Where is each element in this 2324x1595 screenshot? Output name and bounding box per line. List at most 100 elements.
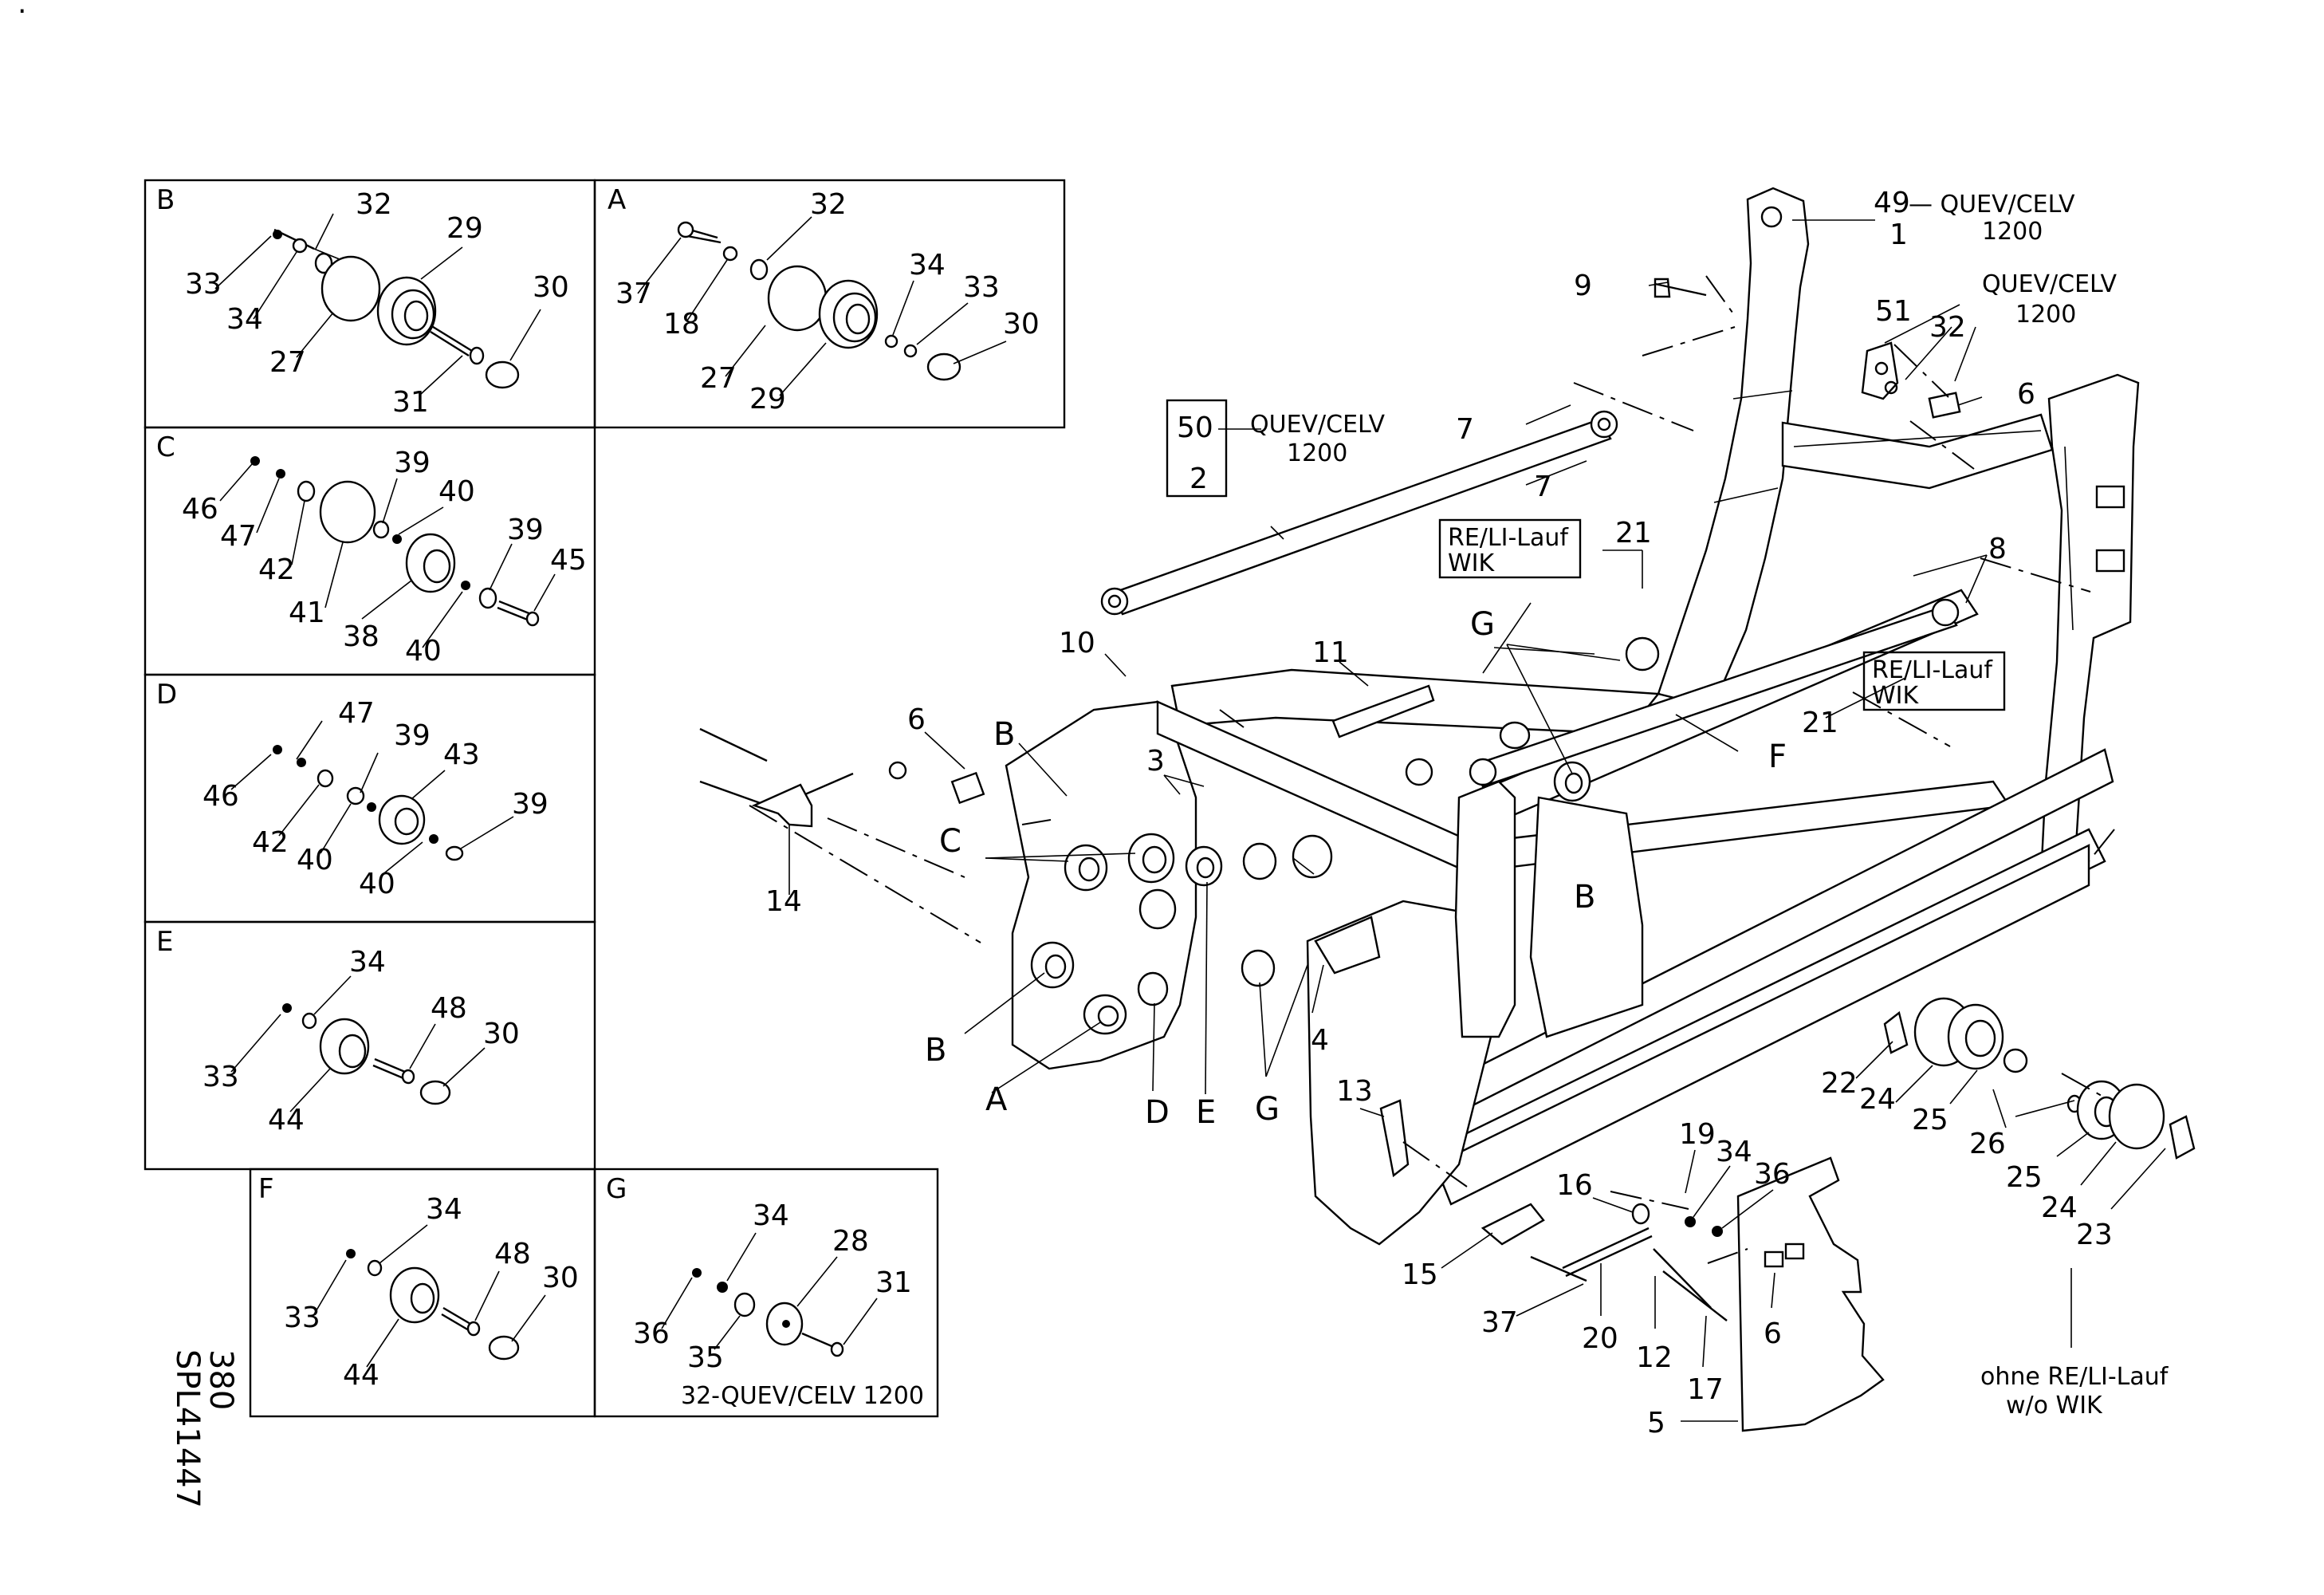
callout-25-a: 25 bbox=[1912, 1104, 1948, 1136]
panel-letter: E bbox=[156, 926, 173, 958]
panel-letter: F bbox=[258, 1173, 274, 1205]
detail-panel-f: F 34 48 30 33 44 bbox=[258, 1173, 579, 1392]
callout-4: 4 bbox=[1311, 1024, 1329, 1057]
callout-g-top: G bbox=[1470, 606, 1495, 643]
box-wik-2: WIK bbox=[1872, 682, 1920, 710]
part-callout: 46 bbox=[203, 780, 239, 813]
callout-1: 1 bbox=[1889, 219, 1908, 251]
callout-3: 3 bbox=[1146, 745, 1165, 778]
part-callout: 30 bbox=[483, 1018, 520, 1050]
callout-49-note2: 1200 bbox=[1982, 218, 2043, 246]
callout-box-re-li-2 bbox=[1862, 651, 2006, 711]
callout-d: D bbox=[1145, 1094, 1170, 1131]
part-callout: 39 bbox=[394, 447, 431, 479]
part-callout: 46 bbox=[182, 493, 218, 526]
panel-letter: G bbox=[606, 1173, 627, 1205]
part-callout: 32 bbox=[356, 188, 392, 221]
detail-panel-e: E 34 48 33 30 44 bbox=[156, 926, 520, 1136]
panel-letter: C bbox=[156, 431, 175, 463]
leader-lines bbox=[788, 219, 2166, 1422]
part-callout: 33 bbox=[203, 1061, 239, 1093]
part-callout: 33 bbox=[185, 268, 222, 301]
callout-14: 14 bbox=[765, 885, 802, 918]
part-callout: 42 bbox=[258, 553, 295, 586]
callout-a: A bbox=[985, 1081, 1008, 1118]
part-callout: 34 bbox=[753, 1199, 789, 1232]
callout-e: E bbox=[1196, 1094, 1216, 1131]
detail-panel-g: G 34 28 31 36 35 32-QUEV/CELV 1200 bbox=[606, 1173, 924, 1410]
part-callout: 30 bbox=[533, 271, 569, 304]
part-callout: 34 bbox=[909, 249, 946, 282]
box-re-li-2: RE/LI-Lauf bbox=[1872, 656, 1993, 684]
callout-51: 51 bbox=[1875, 295, 1912, 328]
part-callout: 38 bbox=[343, 620, 379, 653]
part-callout: 32 bbox=[810, 188, 847, 221]
callout-19: 19 bbox=[1679, 1118, 1716, 1151]
main-callouts: 49 — QUEV/CELV 1200 1 9 51 QUEV/CELV 120… bbox=[765, 187, 2169, 1439]
callout-26: 26 bbox=[1969, 1128, 2006, 1160]
callout-17: 17 bbox=[1687, 1373, 1724, 1406]
callout-16: 16 bbox=[1556, 1169, 1593, 1202]
callout-11: 11 bbox=[1312, 636, 1349, 669]
panel-letter: A bbox=[608, 184, 626, 216]
callout-36-main: 36 bbox=[1754, 1158, 1791, 1191]
part-callout: 40 bbox=[405, 635, 442, 668]
callout-c: C bbox=[939, 823, 961, 860]
part-callout: 48 bbox=[431, 992, 467, 1025]
part-callout: 41 bbox=[289, 597, 325, 629]
callout-2: 2 bbox=[1190, 463, 1208, 495]
callout-b-top: B bbox=[993, 716, 1015, 753]
part-callout: 29 bbox=[749, 383, 786, 415]
part-callout: 39 bbox=[507, 514, 544, 546]
part-callout: 36 bbox=[633, 1317, 670, 1350]
callout-37-main: 37 bbox=[1481, 1306, 1518, 1339]
panel-note: 32-QUEV/CELV 1200 bbox=[681, 1382, 924, 1410]
callout-21-a: 21 bbox=[1615, 517, 1652, 549]
center-lines bbox=[749, 275, 2115, 1264]
panel-letter: B bbox=[156, 184, 175, 216]
callout-b-right: B bbox=[1574, 879, 1595, 916]
part-callout: 40 bbox=[359, 868, 395, 900]
part-callout: 18 bbox=[663, 308, 700, 341]
part-callout: 33 bbox=[963, 271, 1000, 304]
part-callout: 44 bbox=[268, 1104, 305, 1136]
box-wik-1: WIK bbox=[1448, 549, 1496, 577]
part-callout: 40 bbox=[297, 844, 333, 876]
callout-6-top: 6 bbox=[2017, 378, 2035, 411]
callout-34-main: 34 bbox=[1716, 1136, 1752, 1168]
part-callout: 29 bbox=[446, 212, 483, 245]
part-callout: 28 bbox=[832, 1225, 869, 1258]
part-callout: 31 bbox=[875, 1266, 912, 1299]
part-callout: 44 bbox=[343, 1359, 379, 1392]
part-callout: 39 bbox=[394, 719, 431, 752]
detail-panel-grid bbox=[144, 179, 1066, 1418]
part-callout: 48 bbox=[494, 1238, 531, 1270]
callout-23: 23 bbox=[2076, 1219, 2113, 1251]
footnote-ohne: ohne RE/LI-Lauf bbox=[1980, 1363, 2169, 1391]
part-callout: 47 bbox=[338, 697, 375, 730]
callout-25-b: 25 bbox=[2006, 1161, 2043, 1194]
callout-50-note2: 1200 bbox=[1287, 439, 1347, 467]
callout-6-bottom: 6 bbox=[1764, 1317, 1782, 1350]
callout-49-note: — QUEV/CELV bbox=[1909, 191, 2075, 219]
part-callout: 45 bbox=[550, 544, 587, 577]
detail-panel-a: A 32 37 18 34 33 27 29 30 bbox=[608, 184, 1040, 415]
part-callout: 47 bbox=[220, 520, 257, 553]
callout-32: 32 bbox=[1929, 311, 1966, 344]
part-callout: 34 bbox=[226, 303, 263, 336]
callout-10: 10 bbox=[1059, 627, 1095, 660]
detail-panel-c: C 39 40 46 47 42 39 45 41 38 40 bbox=[156, 431, 587, 668]
callout-50-note: QUEV/CELV bbox=[1250, 411, 1385, 439]
part-callout: 40 bbox=[438, 475, 475, 508]
part-callout: 27 bbox=[700, 362, 737, 395]
page-number-group: 380 bbox=[203, 1349, 239, 1410]
part-callout: 33 bbox=[284, 1302, 320, 1334]
callout-51-note: QUEV/CELV bbox=[1982, 270, 2117, 298]
callout-b-bottom: B bbox=[925, 1032, 946, 1069]
callout-box-re-li-1 bbox=[1438, 518, 1582, 579]
callout-7-a: 7 bbox=[1456, 413, 1474, 446]
callout-50: 50 bbox=[1177, 412, 1213, 444]
callout-6-mid: 6 bbox=[907, 703, 926, 736]
callout-8: 8 bbox=[1988, 533, 2007, 565]
